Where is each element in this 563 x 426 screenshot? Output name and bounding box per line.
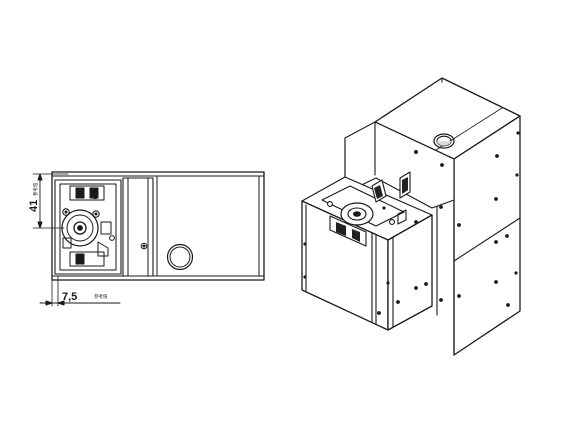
front-view: 41 参考值 7,5 参考值 [28, 171, 265, 307]
dimension-height: 41 参考值 [28, 173, 69, 229]
front-view-housing-outline [51, 171, 265, 281]
iso-mechanism [321, 179, 407, 247]
dimension-offset: 7,5 参考值 [39, 275, 121, 307]
dimension-offset-note: 参考值 [94, 293, 108, 300]
front-view-body-panel [156, 175, 260, 277]
dimension-height-note: 参考值 [32, 182, 39, 196]
front-view-port [166, 243, 194, 271]
dimension-height-value: 41 [28, 200, 40, 212]
front-view-mechanism-panel [54, 179, 122, 275]
iso-top-port [433, 133, 455, 149]
front-view-channel [122, 177, 154, 277]
iso-screws [303, 131, 520, 315]
iso-power-switch [399, 171, 411, 199]
iso-right-face [453, 115, 521, 356]
isometric-view [301, 77, 521, 356]
dimension-offset-value: 7,5 [62, 291, 77, 303]
